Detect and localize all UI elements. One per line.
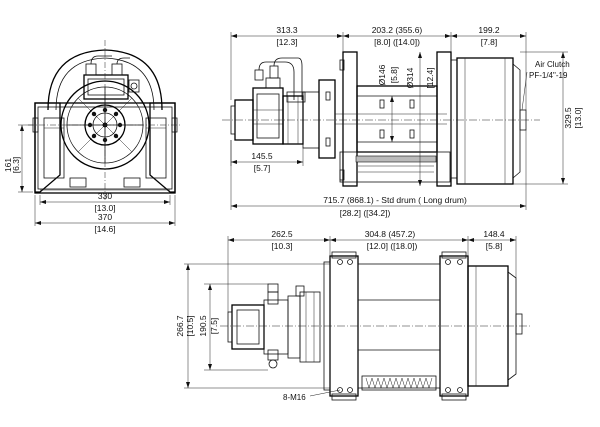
front-height-161-in: [6.3]	[11, 157, 21, 174]
front-width-330: 330	[98, 191, 112, 201]
side-view-dimensions: 313.3 [12.3] 203.2 (355.6) [8.0] ([14.0]…	[230, 25, 583, 218]
top-dim-266: 266.7	[175, 315, 185, 337]
side-dim-146-in: [5.8]	[389, 67, 399, 84]
side-dim-199: 199.2	[478, 25, 500, 35]
front-height-161: 161	[3, 158, 13, 172]
side-dim-715: 715.7 (868.1) - Std drum ( Long drum)	[323, 195, 467, 205]
side-dim-313-in: [12.3]	[276, 37, 297, 47]
top-dim-190-in: [7.5]	[209, 318, 219, 335]
side-dim-145: 145.5	[251, 151, 273, 161]
side-dim-145-in: [5.7]	[254, 163, 271, 173]
top-dim-304-in: [12.0] ([18.0])	[367, 241, 418, 251]
top-dim-262: 262.5	[271, 229, 293, 239]
air-clutch-port-label: PF-1/4"-19	[529, 71, 568, 80]
top-view-dimensions: 262.5 [10.3] 304.8 (457.2) [12.0] ([18.0…	[175, 229, 517, 402]
front-view	[28, 40, 182, 200]
front-view-dimensions: 161 [6.3] 330 [13.0] 370 [14.6]	[3, 124, 176, 234]
side-dim-715-in: [28.2] ([34.2])	[340, 208, 391, 218]
side-view	[222, 51, 540, 187]
side-dim-314: Ø314	[405, 67, 415, 88]
side-dim-313: 313.3	[276, 25, 298, 35]
front-width-370: 370	[98, 212, 112, 222]
air-clutch-label: Air Clutch	[535, 60, 570, 69]
top-dim-148-in: [5.8]	[486, 241, 503, 251]
side-dim-203: 203.2 (355.6)	[372, 25, 423, 35]
top-dim-262-in: [10.3]	[271, 241, 292, 251]
side-dim-146: Ø146	[377, 64, 387, 85]
top-dim-190: 190.5	[198, 315, 208, 337]
front-width-370-in: [14.6]	[94, 224, 115, 234]
side-dim-199-in: [7.8]	[481, 37, 498, 47]
side-dim-329-in: [13.0]	[573, 107, 583, 128]
top-dim-266-in: [10.5]	[185, 315, 195, 336]
top-view	[220, 251, 530, 401]
bolt-label-8-m16: 8-M16	[283, 393, 306, 402]
front-width-330-in: [13.0]	[94, 203, 115, 213]
side-dim-314-in: [12.4]	[425, 67, 435, 88]
top-dim-148: 148.4	[483, 229, 505, 239]
top-dim-304: 304.8 (457.2)	[365, 229, 416, 239]
side-dim-203-in: [8.0] ([14.0])	[374, 37, 420, 47]
side-dim-329: 329.5	[563, 107, 573, 129]
